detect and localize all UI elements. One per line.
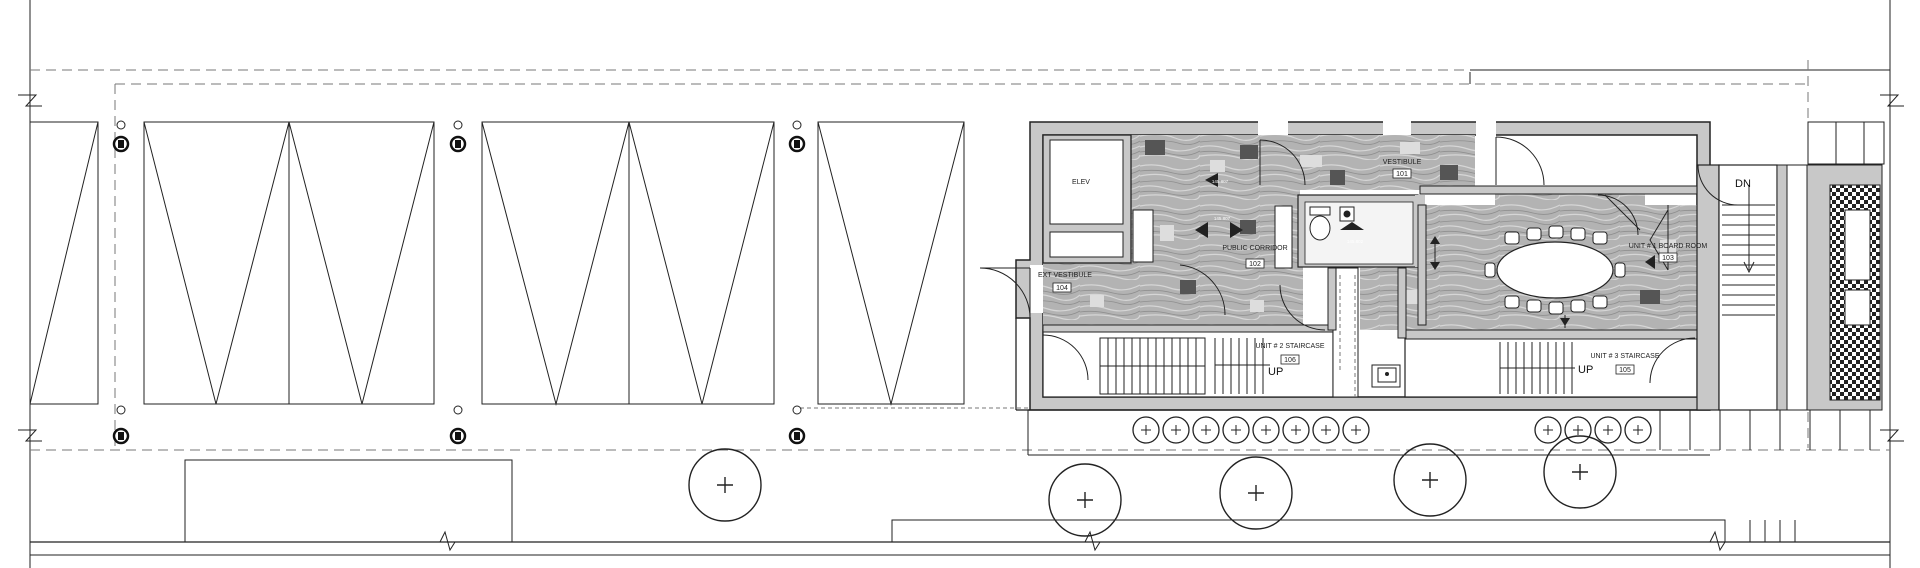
room-number-box bbox=[1658, 252, 1678, 263]
bollard-icon bbox=[1252, 416, 1280, 444]
stair-up-label: UP bbox=[1578, 364, 1593, 376]
board-room-table bbox=[1484, 225, 1626, 315]
stair-unit-3 bbox=[1499, 342, 1575, 394]
sink-icon bbox=[1339, 206, 1355, 222]
room-number-unit3-stair: 105 bbox=[1619, 367, 1631, 374]
room-name-vestibule: EXT VESTIBULE bbox=[1038, 272, 1092, 279]
bollard-icon bbox=[1192, 416, 1220, 444]
stair-up-label: UP bbox=[1268, 366, 1283, 378]
chair-row-top bbox=[1504, 225, 1608, 245]
room-name-corridor: PUBLIC CORRIDOR bbox=[1222, 245, 1287, 252]
room-number-board-room: 103 bbox=[1662, 255, 1674, 262]
elevation-tag: 145.802 bbox=[1347, 239, 1364, 244]
bollard-icon bbox=[1132, 416, 1160, 444]
bollard-icon bbox=[1342, 416, 1370, 444]
structural-column-icon bbox=[112, 405, 130, 445]
structural-column-icon bbox=[788, 405, 806, 445]
stall-ticks bbox=[1659, 410, 1871, 450]
tree-icon bbox=[1543, 435, 1617, 509]
toilet-icon bbox=[1309, 206, 1331, 241]
tree-icon bbox=[1048, 463, 1122, 537]
stair-unit-2 bbox=[1099, 337, 1270, 395]
tree-icon bbox=[1393, 443, 1467, 517]
bollard-icon bbox=[1564, 416, 1592, 444]
tree-icon bbox=[1219, 456, 1293, 530]
room-number-box bbox=[1280, 354, 1300, 365]
structural-column-icon bbox=[112, 120, 130, 153]
structural-column-icon bbox=[449, 405, 467, 445]
stair-main bbox=[1722, 185, 1775, 316]
elevation-tag: 145.807 bbox=[1214, 216, 1231, 221]
stair-down-label: DN bbox=[1735, 178, 1751, 190]
stairs bbox=[1099, 185, 1775, 395]
structural-column-icon bbox=[449, 120, 467, 153]
bollard-icon bbox=[1312, 416, 1340, 444]
bollard-icon bbox=[1594, 416, 1622, 444]
elevation-marker-icon: 145.807 145.807 145.802 bbox=[1195, 173, 1655, 328]
bollard-icon bbox=[1624, 416, 1652, 444]
room-number-box bbox=[1052, 282, 1072, 293]
structural-columns bbox=[112, 120, 806, 445]
bollard-icon bbox=[1222, 416, 1250, 444]
room-number-vestibule: 104 bbox=[1056, 285, 1068, 292]
elevation-tag: 145.807 bbox=[1212, 179, 1229, 184]
chair-row-bottom bbox=[1504, 295, 1608, 315]
room-number-unit2-stair: 106 bbox=[1284, 357, 1296, 364]
street-trees bbox=[688, 435, 1617, 537]
room-name-elev: ELEV bbox=[1072, 179, 1090, 186]
room-number-corridor: 102 bbox=[1249, 261, 1261, 268]
room-number-box bbox=[1245, 258, 1265, 269]
bollard-icon bbox=[1162, 416, 1190, 444]
bollard-icon bbox=[1534, 416, 1562, 444]
room-name-unit3-stair: UNIT # 3 STAIRCASE bbox=[1591, 353, 1660, 360]
room-name-unit2-stair: UNIT # 2 STAIRCASE bbox=[1256, 343, 1325, 350]
parking-bays bbox=[29, 121, 965, 406]
sink-icon bbox=[1377, 367, 1397, 383]
room-name-vestibule-top: VESTIBULE bbox=[1383, 159, 1422, 166]
room-name-board-room: UNIT # 1 BOARD ROOM bbox=[1629, 243, 1708, 250]
room-number-box bbox=[1615, 364, 1635, 375]
room-number-box bbox=[1392, 168, 1412, 179]
bollard-icon bbox=[1282, 416, 1310, 444]
bollards bbox=[1132, 416, 1652, 444]
room-labels: ELEV EXT VESTIBULE 104 PUBLIC CORRIDOR 1… bbox=[1038, 159, 1751, 378]
room-number-vestibule-top: 101 bbox=[1396, 171, 1408, 178]
tree-icon bbox=[688, 448, 762, 522]
structural-column-icon bbox=[788, 120, 806, 153]
